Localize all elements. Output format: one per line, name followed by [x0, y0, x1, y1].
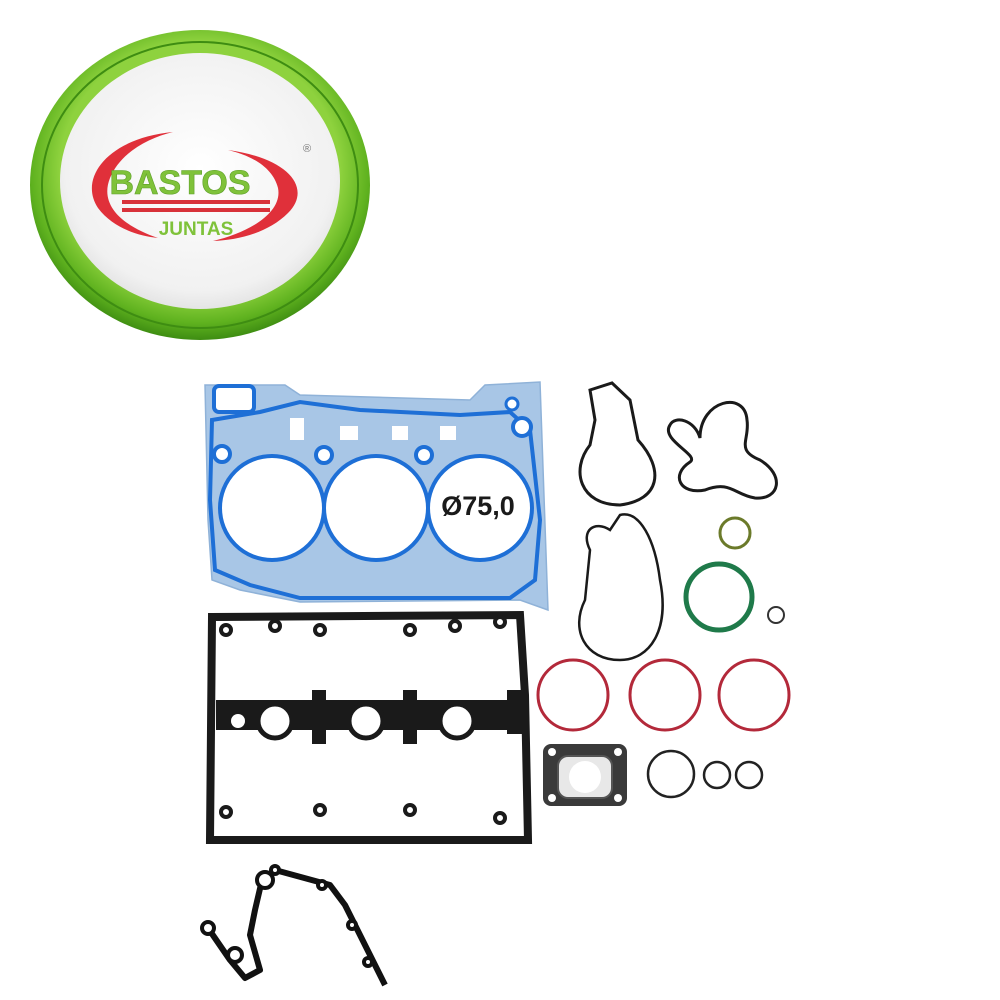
o-ring-red-2 — [628, 658, 702, 732]
o-ring-black-1 — [646, 749, 696, 799]
logo-brand-subtitle: JUNTAS — [159, 219, 234, 240]
logo-registered-mark: ® — [303, 143, 311, 155]
flange-gasket — [543, 744, 627, 806]
o-ring-red-3 — [717, 658, 791, 732]
logo-underline-bottom — [122, 208, 270, 212]
o-ring-black-3 — [734, 760, 764, 790]
oil-pump-gasket — [577, 381, 778, 662]
timing-cover-gasket — [205, 867, 388, 987]
o-ring-black-2 — [702, 760, 732, 790]
valve-cover-gasket — [205, 610, 533, 844]
bore-diameter-label: Ø75,0 — [441, 491, 515, 521]
logo-swoosh-right — [213, 150, 298, 241]
logo-underline-top — [122, 200, 270, 204]
logo-brand-name: BASTOS — [109, 164, 250, 202]
logo-inner-disc — [60, 53, 340, 309]
o-rings — [536, 516, 791, 799]
o-ring-green — [683, 561, 755, 633]
o-ring-red-1 — [536, 658, 610, 732]
cylinder-head-gasket: Ø75,0 — [204, 381, 549, 612]
o-ring-small — [767, 606, 785, 624]
bastos-juntas-logo: BASTOS JUNTAS ® — [30, 30, 370, 340]
logo-swoosh-left — [91, 132, 173, 238]
o-ring-olive — [718, 516, 752, 550]
